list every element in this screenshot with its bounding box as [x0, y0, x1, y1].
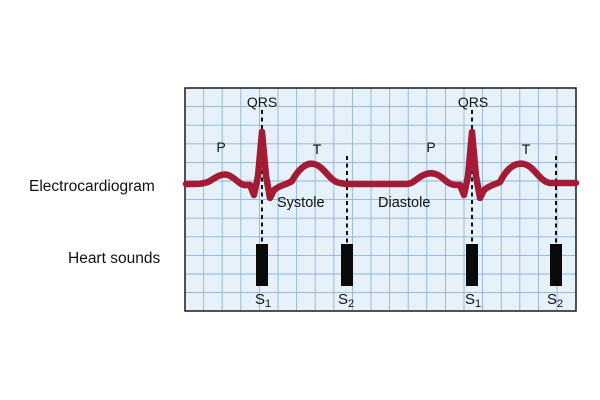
diastole-label: Diastole: [378, 195, 430, 211]
s1-2-label-main: S: [465, 291, 475, 308]
heart-sounds-row-label: Heart sounds: [68, 250, 160, 267]
s1-1-sound-bar: [256, 244, 268, 286]
s1-1-label-sub: 1: [265, 298, 271, 310]
s2-1-sound-bar: [341, 244, 353, 286]
s2-1-label-sub: 2: [348, 298, 354, 310]
s2-2-label: S2: [547, 291, 563, 310]
t-wave-2-label: T: [522, 141, 531, 157]
qrs-1-label: QRS: [247, 94, 277, 110]
t-wave-1-label: T: [313, 141, 322, 157]
heart-sound-bars: [256, 244, 562, 286]
grid-frame: [184, 87, 577, 312]
s2-2-label-sub: 2: [557, 298, 563, 310]
s2-2-label-main: S: [547, 291, 557, 308]
s1-1-label: S1: [255, 291, 271, 310]
s2-1-label: S2: [338, 291, 354, 310]
ecg-trace: [182, 128, 580, 202]
s1-2-label-sub: 1: [475, 298, 481, 310]
s1-2-label: S1: [465, 291, 481, 310]
s1-2-sound-bar: [466, 244, 478, 286]
s2-2-sound-bar: [550, 244, 562, 286]
systole-label: Systole: [277, 195, 325, 211]
ecg-row-label: Electrocardiogram: [29, 178, 155, 195]
p-wave-1-label: P: [216, 139, 225, 155]
s1-1-label-main: S: [255, 291, 265, 308]
qrs-2-label: QRS: [458, 94, 488, 110]
s2-1-label-main: S: [338, 291, 348, 308]
p-wave-2-label: P: [426, 139, 435, 155]
